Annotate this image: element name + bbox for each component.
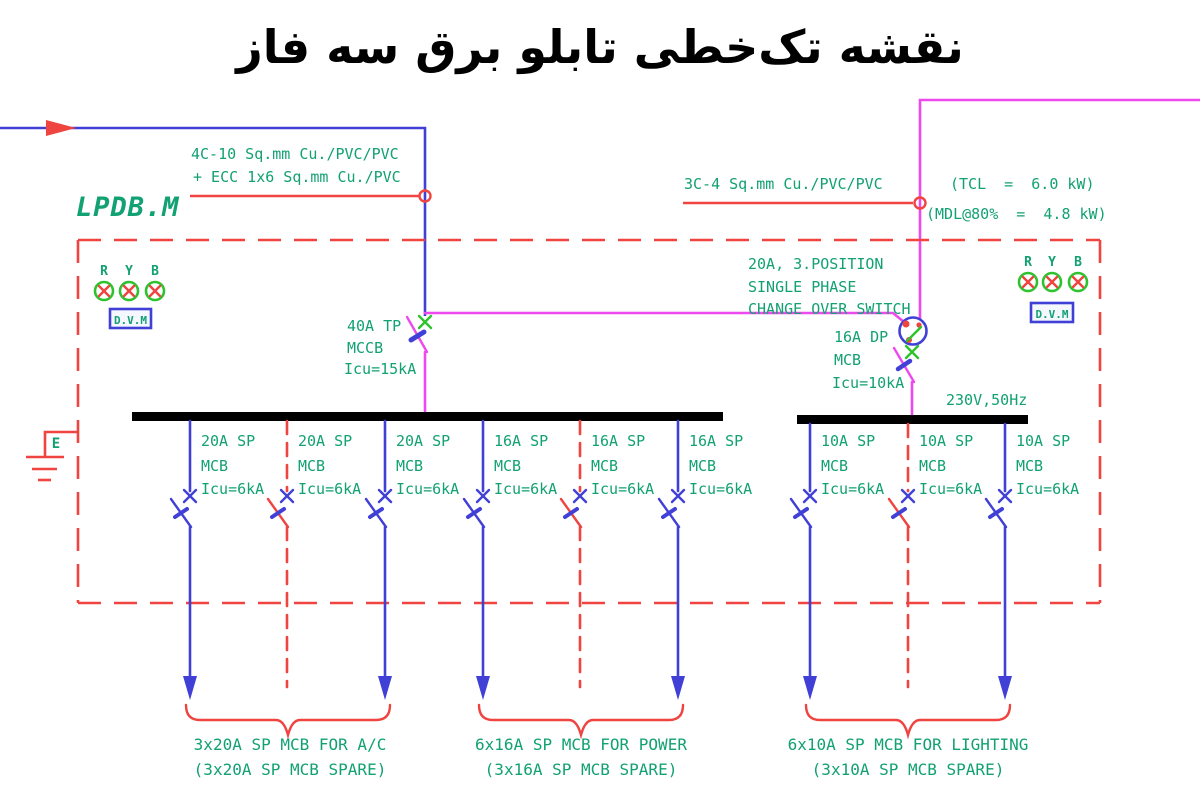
mdl-label: (MDL@80% = 4.8 kW) xyxy=(926,205,1107,223)
branch-circuit-20a-1 xyxy=(169,419,198,700)
branch-rating-label: Icu=6kA xyxy=(591,480,655,498)
phase-lamp-r xyxy=(93,280,115,302)
branch-rating-label: MCB xyxy=(1016,457,1044,475)
incoming-cable-label-1: 4C-10 Sq.mm Cu./PVC/PVC xyxy=(191,145,399,163)
panel-boundary xyxy=(76,238,1102,605)
branch-circuit-10a-3 xyxy=(984,422,1013,700)
phase-lamp-b xyxy=(1067,271,1089,293)
panel-name: LPDB.M xyxy=(76,192,180,223)
main-mccb-symbol xyxy=(405,311,906,414)
phase-label-r: R xyxy=(100,264,108,279)
branch-rating-label: MCB xyxy=(821,457,849,475)
phase-label-y: Y xyxy=(1048,255,1056,270)
branch-rating-label: 20A SP xyxy=(396,432,451,450)
feeder-arrow-icon xyxy=(46,120,76,136)
incoming-feeder-line xyxy=(0,126,427,316)
busbar-left xyxy=(132,412,723,421)
changeover-switch-symbol xyxy=(898,316,928,346)
phase-label-r: R xyxy=(1024,255,1032,270)
changeover-label-3: CHANGE OVER SWITCH xyxy=(748,300,911,318)
phase-label-b: B xyxy=(151,264,159,279)
branch-rating-label: MCB xyxy=(396,457,424,475)
branch-rating-label: MCB xyxy=(201,457,229,475)
brace-group-2 xyxy=(477,703,685,740)
dvm-box-left xyxy=(108,307,153,330)
group-caption: 3x20A SP MCB FOR A/C xyxy=(193,735,387,754)
dvm-label-right: D.V.M xyxy=(1035,308,1069,321)
brace-group-1 xyxy=(184,703,392,740)
earth-label: E xyxy=(51,436,61,452)
group-caption-spare: (3x16A SP MCB SPARE) xyxy=(484,760,678,779)
branch-circuit-20a-spare xyxy=(266,419,295,689)
group-braces xyxy=(184,703,1012,740)
branch-rating-label: MCB xyxy=(494,457,522,475)
phase-lamp-y xyxy=(1041,271,1063,293)
voltage-label: 230V,50Hz xyxy=(946,391,1028,409)
incoming-cable-terminal xyxy=(190,189,432,203)
branch-rating-label: MCB xyxy=(689,457,717,475)
dp-mcb-label-1: 16A DP xyxy=(834,328,889,346)
branch-rating-label: Icu=6kA xyxy=(201,480,265,498)
busbar-right xyxy=(797,415,1028,424)
group-caption: 6x16A SP MCB FOR POWER xyxy=(475,735,687,754)
changeover-label-1: 20A, 3.POSITION xyxy=(748,255,884,273)
phase-label-b: B xyxy=(1074,255,1082,270)
group-caption-spare: (3x10A SP MCB SPARE) xyxy=(811,760,1005,779)
standby-feeder-line xyxy=(918,98,1200,319)
main-mccb-label-2: MCCB xyxy=(347,339,384,357)
branch-circuit-16a-1 xyxy=(462,419,491,700)
branch-circuit-16a-spare xyxy=(559,419,588,689)
changeover-label-2: SINGLE PHASE xyxy=(748,278,857,296)
branch-rating-label: 16A SP xyxy=(689,432,744,450)
branch-rating-label: Icu=6kA xyxy=(689,480,753,498)
branch-rating-label: 10A SP xyxy=(1016,432,1071,450)
dp-mcb-symbol xyxy=(892,344,920,418)
branch-rating-label: Icu=6kA xyxy=(919,480,983,498)
branch-rating-label: 16A SP xyxy=(494,432,549,450)
branch-rating-label: MCB xyxy=(591,457,619,475)
branch-rating-label: 16A SP xyxy=(591,432,646,450)
branch-rating-label: MCB xyxy=(919,457,947,475)
branch-rating-label: 10A SP xyxy=(919,432,974,450)
branch-rating-label: MCB xyxy=(298,457,326,475)
phase-lamp-r xyxy=(1017,271,1039,293)
phase-label-y: Y xyxy=(125,264,133,279)
diagram-title: نقشه تک‌خطی تابلو برق سه فاز xyxy=(236,20,965,74)
branch-circuit-10a-1 xyxy=(789,422,818,700)
phase-lamp-y xyxy=(118,280,140,302)
earth-symbol xyxy=(26,430,78,482)
branch-rating-label: Icu=6kA xyxy=(1016,480,1080,498)
phase-lamps-left xyxy=(93,280,166,302)
branch-circuit-16a-3 xyxy=(657,419,686,700)
dvm-label-left: D.V.M xyxy=(113,314,148,327)
group-caption: 6x10A SP MCB FOR LIGHTING xyxy=(787,735,1029,754)
incoming-cable-label-2: + ECC 1x6 Sq.mm Cu./PVC xyxy=(193,168,401,186)
branch-rating-label: 20A SP xyxy=(298,432,353,450)
standby-cable-terminal xyxy=(683,196,927,210)
brace-group-3 xyxy=(804,703,1012,740)
branch-circuit-20a-3 xyxy=(364,419,393,700)
branch-rating-label: 20A SP xyxy=(201,432,256,450)
branch-rating-label: Icu=6kA xyxy=(821,480,885,498)
branch-rating-label: 10A SP xyxy=(821,432,876,450)
dp-mcb-label-2: MCB xyxy=(834,351,862,369)
dp-mcb-label-3: Icu=10kA xyxy=(832,374,905,392)
tcl-label: (TCL = 6.0 kW) xyxy=(950,175,1095,193)
branch-rating-label: Icu=6kA xyxy=(298,480,362,498)
branch-rating-label: Icu=6kA xyxy=(494,480,558,498)
phase-lamps-right xyxy=(1017,271,1089,293)
branch-circuit-10a-spare xyxy=(887,422,916,689)
standby-cable-label: 3C-4 Sq.mm Cu./PVC/PVC xyxy=(684,175,883,193)
main-mccb-label-1: 40A TP xyxy=(347,317,402,335)
phase-lamp-b xyxy=(144,280,166,302)
main-mccb-label-3: Icu=15kA xyxy=(344,360,417,378)
group-caption-spare: (3x20A SP MCB SPARE) xyxy=(193,760,387,779)
branch-rating-label: Icu=6kA xyxy=(396,480,460,498)
dvm-box-right xyxy=(1029,301,1075,324)
